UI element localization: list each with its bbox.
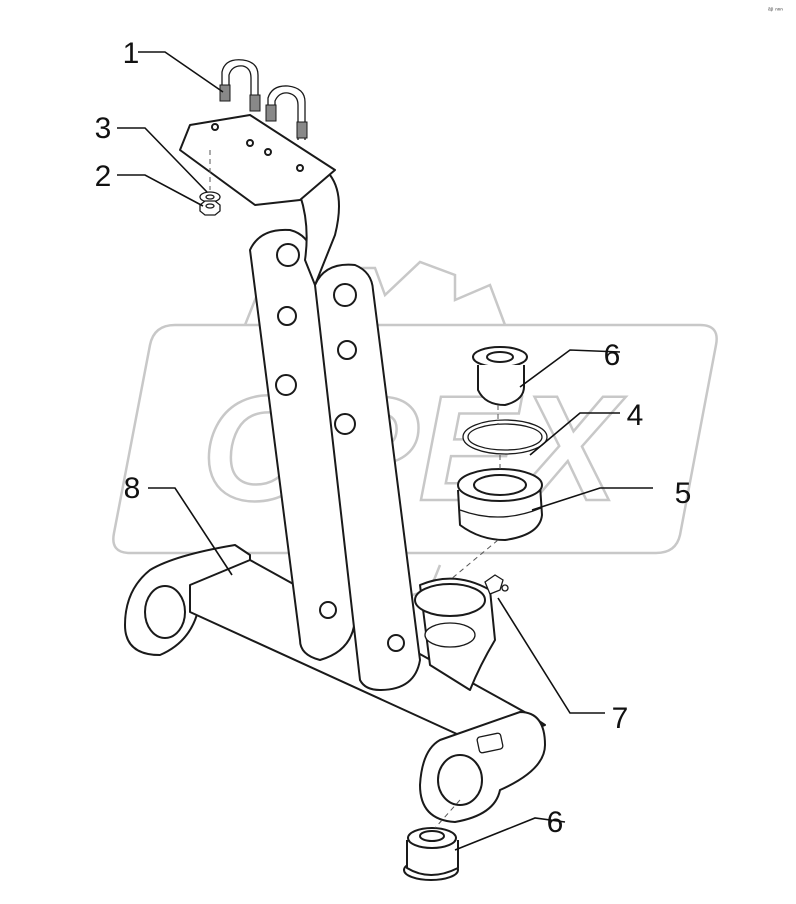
callout-4: 4 (627, 399, 644, 432)
part-6-bushing-bottom (403, 827, 459, 881)
callout-3: 3 (95, 112, 112, 145)
part-4-circlip (462, 419, 548, 455)
callout-8: 8 (124, 472, 141, 505)
part-6-bushing-top (472, 346, 528, 406)
callout-6-top: 6 (604, 339, 621, 372)
callout-1: 1 (123, 37, 140, 70)
watermark-text: OPEX (202, 364, 627, 532)
callout-5: 5 (675, 477, 692, 510)
callout-labels: 1 3 2 6 4 8 5 7 6 (95, 37, 692, 839)
part-2-nut (199, 200, 221, 216)
assembly-axis-lines (209, 150, 501, 829)
callout-7: 7 (612, 702, 629, 735)
callout-6-bottom: 6 (547, 806, 564, 839)
callout-2: 2 (95, 160, 112, 193)
top-bracket (179, 114, 340, 286)
corner-mark: ᵃᵖ ⁿⁿⁿ (768, 7, 783, 14)
upright-plates (249, 228, 421, 691)
part-7-grease-nipple (484, 574, 509, 595)
leader-lines (117, 51, 653, 851)
part-1-u-bolts (219, 59, 308, 140)
part-5-bearing (457, 468, 543, 541)
